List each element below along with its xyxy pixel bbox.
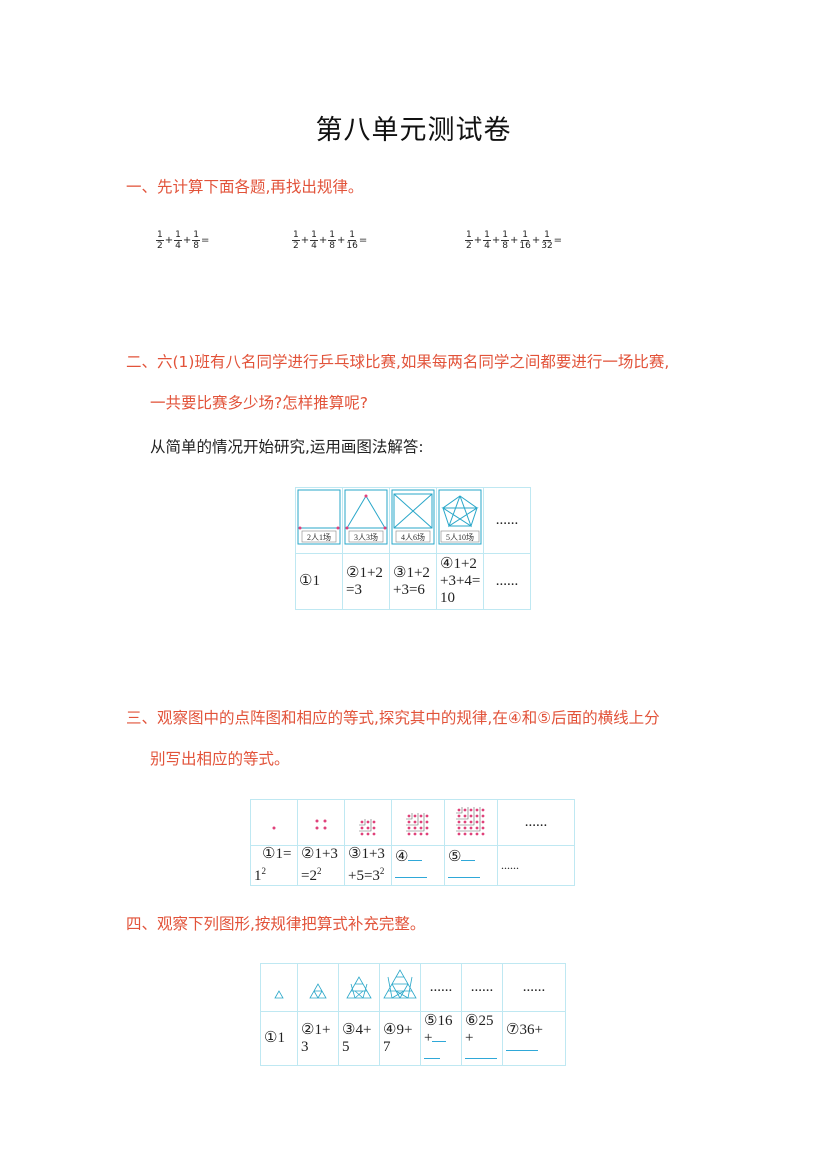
formula-cell: ②1+2=3 (342, 553, 390, 610)
triangle-figure-3 (346, 976, 372, 999)
q4-triangle-table: ...... ...... ...... ①1 ②1+3 ③4+5 ④9+7 ⑤… (260, 963, 566, 1066)
question-3-text-cont: 别写出相应的等式。 (150, 750, 290, 768)
answer-blank-7[interactable]: ⑦36+ (502, 1011, 566, 1066)
ellipsis: ...... (497, 845, 575, 886)
figure-cell: 2人1场 (295, 487, 343, 554)
dot-array-4 (406, 813, 429, 836)
question-2-text: 二、六(1)班有八名同学进行乒乓球比赛,如果每两名同学之间都要进行一场比赛, (126, 353, 670, 371)
equation-cell: ①1=12 (250, 845, 298, 886)
triangle-figure-4 (383, 969, 417, 999)
question-2-instruction: 从简单的情况开始研究,运用画图法解答: (150, 438, 424, 456)
ellipsis: ...... (420, 963, 462, 1012)
formula-cell: ④9+7 (379, 1011, 421, 1066)
ellipsis: ...... (461, 963, 503, 1012)
dot-array-5 (456, 807, 485, 836)
figure-label: 2人1场 (307, 533, 331, 542)
page-title: 第八单元测试卷 (315, 115, 512, 146)
triangle-figure-2 (309, 983, 327, 999)
question-4-text: 四、观察下列图形,按规律把算式补充完整。 (126, 915, 426, 933)
figure-label: 5人10场 (446, 533, 474, 542)
dot-array-1 (272, 826, 276, 830)
question-1-text: 一、先计算下面各题,再找出规律。 (126, 178, 364, 196)
four-person-figure: 4人6场 (391, 489, 435, 545)
answer-blank-5[interactable]: ⑤16+ (420, 1011, 462, 1066)
triangle-cell (297, 963, 339, 1012)
dot-array-cell (391, 799, 445, 846)
figure-cell: 4人6场 (389, 487, 437, 554)
q3-dot-array-table: ...... ①1=12 ②1+3=22 ③1+3+5=32 ④ ⑤ .....… (250, 799, 575, 886)
triangle-cell (338, 963, 380, 1012)
equation-cell: ②1+3=22 (297, 845, 345, 886)
formula-cell: ③1+2+3=6 (389, 553, 437, 610)
three-person-figure: 3人3场 (344, 489, 388, 545)
answer-blank-6[interactable]: ⑥25+ (461, 1011, 503, 1066)
ellipsis: ...... (502, 963, 566, 1012)
answer-blank-5[interactable]: ⑤ (444, 845, 498, 886)
dot-array-cell (297, 799, 345, 846)
dot-array-cell (444, 799, 498, 846)
ellipsis: ...... (483, 553, 531, 610)
q2-diagram-table: 2人1场 3人3场 4人6场 (295, 487, 531, 610)
figure-label: 4人6场 (401, 533, 425, 542)
figure-label: 3人3场 (354, 533, 378, 542)
formula-cell: ①1 (295, 553, 343, 610)
five-person-figure: 5人10场 (438, 489, 482, 545)
equation-cell: ③1+3+5=32 (344, 845, 392, 886)
formula-cell: ④1+2+3+4=10 (436, 553, 484, 610)
ellipsis: ...... (497, 799, 575, 846)
answer-blank-4[interactable]: ④ (391, 845, 445, 886)
dot-array-cell (250, 799, 298, 846)
triangle-cell (379, 963, 421, 1012)
ellipsis: ...... (483, 487, 531, 554)
dot-array-2 (315, 819, 327, 830)
triangle-figure-1 (274, 990, 284, 999)
figure-cell: 3人3场 (342, 487, 390, 554)
question-2-text-cont: 一共要比赛多少场?怎样推算呢? (150, 394, 368, 412)
formula-cell: ②1+3 (297, 1011, 339, 1066)
triangle-cell (260, 963, 298, 1012)
figure-cell: 5人10场 (436, 487, 484, 554)
question-3-text: 三、观察图中的点阵图和相应的等式,探究其中的规律,在④和⑤后面的横线上分 (126, 709, 660, 727)
formula-cell: ①1 (260, 1011, 298, 1066)
two-person-figure: 2人1场 (297, 489, 341, 545)
dot-array-3 (359, 819, 376, 836)
formula-cell: ③4+5 (338, 1011, 380, 1066)
dot-array-cell (344, 799, 392, 846)
